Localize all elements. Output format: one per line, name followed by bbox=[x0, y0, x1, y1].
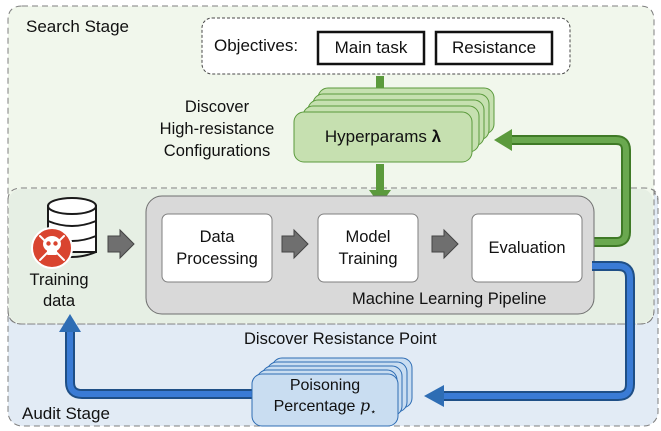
p-symbol: p bbox=[359, 396, 371, 415]
training-data-line2: data bbox=[42, 292, 76, 310]
discover-resistance-label: Discover Resistance Point bbox=[244, 330, 437, 348]
step-box-model-training bbox=[317, 213, 419, 283]
discover-high-line2: High-resistance bbox=[159, 120, 275, 138]
poisoning-line2-text: Percentage bbox=[273, 398, 356, 415]
hyperparams-label: Hyperparams λ bbox=[294, 112, 472, 162]
search-stage-title: Search Stage bbox=[26, 17, 130, 36]
hyperparams-stack bbox=[293, 87, 495, 163]
step-model-training-line2: Training bbox=[338, 250, 398, 268]
skull-icon bbox=[31, 227, 73, 269]
discover-high-line1: Discover bbox=[184, 98, 250, 116]
lambda-symbol: λ bbox=[431, 127, 442, 146]
hyperparams-text: Hyperparams bbox=[324, 127, 427, 146]
poisoning-label: Poisoning Percentage p⋆ bbox=[252, 376, 398, 423]
star-subscript: ⋆ bbox=[370, 407, 377, 419]
poisoning-line2: Percentage p⋆ bbox=[252, 396, 398, 423]
step-model-training-line1: Model bbox=[345, 228, 391, 246]
chevron-arrow-icon bbox=[281, 228, 309, 260]
discover-high-line3: Configurations bbox=[163, 142, 271, 160]
step-data-processing-line1: Data bbox=[199, 228, 235, 246]
discover-high-resistance-label: Discover High-resistance Configurations bbox=[152, 96, 282, 162]
audit-stage-title: Audit Stage bbox=[22, 404, 110, 423]
blue-arrowhead-training bbox=[59, 314, 81, 332]
chevron-arrow-icon bbox=[107, 228, 135, 260]
step-data-processing-line2: Processing bbox=[176, 250, 258, 268]
objective-main-task-box bbox=[316, 30, 426, 66]
step-model-training: Model Training bbox=[318, 214, 418, 282]
pipeline-title: Machine Learning Pipeline bbox=[352, 290, 547, 308]
training-data-line1: Training bbox=[29, 271, 89, 289]
objectives-label: Objectives: bbox=[214, 36, 299, 55]
step-box-data-processing bbox=[161, 213, 273, 283]
p-star-symbol: p⋆ bbox=[359, 396, 377, 419]
chevron-arrow-icon bbox=[431, 228, 459, 260]
step-evaluation: Evaluation bbox=[488, 238, 566, 257]
poisoning-line1: Poisoning bbox=[289, 377, 361, 394]
training-data-label: Training data bbox=[24, 270, 94, 312]
step-box-evaluation bbox=[471, 213, 583, 283]
objective-resistance-box bbox=[434, 30, 554, 66]
objective-resistance: Resistance bbox=[451, 38, 537, 57]
blue-arrowhead-poisoning bbox=[424, 385, 444, 407]
objective-main-task: Main task bbox=[334, 38, 408, 57]
step-data-processing: Data Processing bbox=[162, 214, 272, 282]
poisoning-stack bbox=[251, 357, 413, 427]
green-arrowhead bbox=[494, 129, 512, 151]
